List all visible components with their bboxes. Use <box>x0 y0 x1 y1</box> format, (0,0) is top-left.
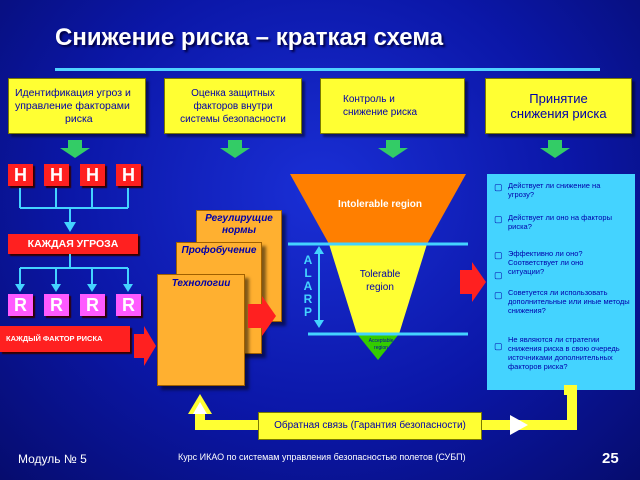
box-line: Контроль и <box>343 94 395 105</box>
alarp-double-arrow-icon <box>314 246 324 328</box>
box-line: риска <box>65 112 93 125</box>
acceptance-questions-panel <box>487 174 635 390</box>
alarp-letter: P <box>303 305 312 319</box>
box-line: Идентификация угроз и <box>15 86 131 99</box>
risk-factor-box: R <box>116 294 141 316</box>
question-item: Действует ли снижение на угрозу? <box>508 181 601 199</box>
course-label: Курс ИКАО по системам управления безопас… <box>178 452 466 462</box>
tolerable-region <box>329 244 427 334</box>
alarp-letter: R <box>303 292 313 306</box>
box-risk-acceptance: Принятие снижения риска <box>485 78 632 134</box>
box-line: факторов внутри <box>193 100 273 112</box>
question-bullet-icon: ▢ <box>494 341 503 351</box>
intolerable-region <box>290 174 466 244</box>
box-line: Оценка защитных <box>191 87 275 99</box>
box-line: управление факторами <box>15 99 130 112</box>
hazard-merge-connector <box>19 188 129 232</box>
module-label: Модуль № 5 <box>18 452 87 466</box>
alarp-letter: A <box>303 253 313 267</box>
box-hazard-identification: Идентификация угроз и управление фактора… <box>8 78 146 134</box>
question-bullet-icon: ▢ <box>494 290 503 300</box>
card-technology: Технологии <box>157 274 245 386</box>
each-risk-factor-label: КАЖДЫЙ ФАКТОР РИСКА <box>0 326 130 352</box>
risk-factor-box: R <box>8 294 33 316</box>
question-bullet-icon: ▢ <box>494 214 503 224</box>
question-item: Советуется ли использовать дополнительны… <box>508 288 630 315</box>
alarp-letter: A <box>303 279 313 293</box>
card-title: Регулирущие нормы <box>205 213 273 236</box>
intolerable-label: Intolerable region <box>338 199 422 210</box>
question-bullet-icon: ▢ <box>494 270 503 280</box>
alarp-letter: L <box>304 266 312 280</box>
card-title: Профобучение <box>181 245 257 256</box>
page-title: Снижение риска – краткая схема <box>55 24 444 51</box>
box-line: снижение риска <box>343 107 418 118</box>
tolerable-label: Tolerable region <box>359 269 401 293</box>
feedback-loop <box>188 385 577 435</box>
arrow-down-icon <box>220 140 250 158</box>
question-item: Не являются ли стратегии снижения риска … <box>508 335 620 371</box>
box-risk-control: Контроль и снижение риска <box>320 78 465 134</box>
question-item: Эффективно ли оно? Соответствует ли оно … <box>508 249 584 276</box>
hazard-box: H <box>116 164 141 186</box>
arrow-right-icon <box>460 262 486 302</box>
feedback-box: Обратная связь (Гарантия безопасности) <box>258 412 482 440</box>
acceptable-label: Acceptable region <box>368 338 394 351</box>
arrow-right-icon <box>248 296 276 336</box>
acceptable-region <box>357 334 399 360</box>
box-line: системы безопасности <box>180 113 286 125</box>
box-line: Принятие <box>529 91 588 106</box>
hazard-box: H <box>44 164 69 186</box>
hazard-box: H <box>8 164 33 186</box>
question-item: Действует ли оно на факторы риска? <box>508 213 612 231</box>
box-defences-assessment: Оценка защитных факторов внутри системы … <box>164 78 302 134</box>
page-number: 25 <box>602 450 619 467</box>
box-line: снижения риска <box>510 106 607 121</box>
question-bullet-icon: ▢ <box>494 182 503 192</box>
question-bullet-icon: ▢ <box>494 250 503 260</box>
arrow-right-icon <box>134 326 156 366</box>
arrow-down-icon <box>378 140 408 158</box>
arrow-down-icon <box>540 140 570 158</box>
alarp-label: A L A R P <box>302 254 314 319</box>
each-hazard-label: КАЖДАЯ УГРОЗА <box>8 234 138 254</box>
hazard-box: H <box>80 164 105 186</box>
risk-split-connector <box>15 254 133 292</box>
card-title: Технологии <box>171 278 231 289</box>
arrow-down-icon <box>60 140 90 158</box>
title-underline <box>55 68 600 71</box>
risk-factor-box: R <box>44 294 69 316</box>
risk-tolerability-triangle <box>288 174 468 360</box>
risk-factor-box: R <box>80 294 105 316</box>
